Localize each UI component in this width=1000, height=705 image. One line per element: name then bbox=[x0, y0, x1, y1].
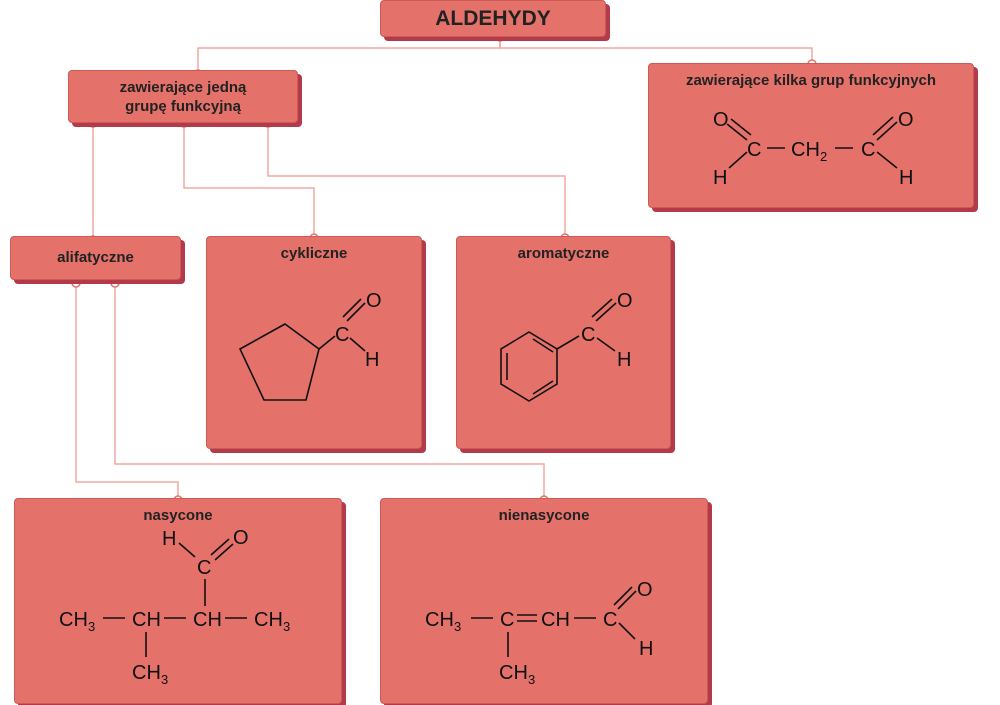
atom-H: H bbox=[162, 528, 176, 550]
2-methylpropanal-formula: H O C CH 3 CH CH CH 3 CH 3 bbox=[59, 527, 290, 687]
unsaturated-title: nienasycone bbox=[498, 507, 590, 524]
single-group-node: zawierające jedną grupę funkcyjną bbox=[68, 70, 298, 123]
root-title: ALDEHYDY bbox=[435, 7, 551, 30]
atom-CH3: CH bbox=[499, 662, 528, 684]
atom-CH3: CH bbox=[59, 609, 88, 631]
connector-dot bbox=[71, 278, 81, 288]
cyclic-title: cykliczne bbox=[280, 245, 348, 262]
atom-CH3: CH bbox=[254, 609, 283, 631]
aliphatic-node: alifatyczne bbox=[10, 236, 181, 280]
atom-H: H bbox=[365, 349, 379, 371]
saturated-title: nasycone bbox=[143, 507, 213, 524]
atom-CH: CH bbox=[132, 609, 161, 631]
subscript-3: 3 bbox=[454, 619, 461, 634]
atom-CH2: CH bbox=[791, 139, 820, 161]
subscript-3: 3 bbox=[528, 672, 535, 687]
subscript-2: 2 bbox=[820, 149, 827, 164]
atom-H: H bbox=[617, 349, 631, 371]
cyclic-node: cykliczne C O H bbox=[206, 236, 422, 449]
multiple-groups-node: zawierające kilka grup funkcyjnych O C H… bbox=[648, 63, 974, 208]
aliphatic-title: alifatyczne bbox=[57, 249, 134, 266]
benzaldehyde-formula: C O H bbox=[500, 290, 633, 402]
atom-C: C bbox=[861, 139, 875, 161]
single-group-title-line2: grupę funkcyjną bbox=[125, 98, 241, 115]
atom-C: C bbox=[581, 324, 595, 346]
atom-C: C bbox=[603, 609, 617, 631]
aromatic-node: aromatyczne C O H bbox=[456, 236, 671, 449]
subscript-3: 3 bbox=[283, 619, 290, 634]
aromatic-title: aromatyczne bbox=[517, 245, 610, 262]
single-group-title-line1: zawierające jedną bbox=[119, 79, 247, 96]
atom-O: O bbox=[713, 109, 729, 131]
atom-C: C bbox=[197, 557, 211, 579]
atom-O: O bbox=[898, 109, 914, 131]
connector-dot bbox=[110, 278, 120, 288]
cyclopentanecarbaldehyde-formula: C O H bbox=[238, 290, 382, 401]
atom-CH: CH bbox=[541, 609, 570, 631]
connector-single-aromatic bbox=[267, 123, 566, 238]
subscript-3: 3 bbox=[88, 619, 95, 634]
atom-CH3: CH bbox=[425, 609, 454, 631]
atom-O: O bbox=[366, 290, 382, 312]
connector-single-cyclic bbox=[183, 123, 315, 238]
connector-root-single bbox=[197, 37, 501, 74]
3-methylbut-2-enal-formula: CH 3 C CH C O H CH 3 bbox=[425, 579, 653, 687]
atom-CH3: CH bbox=[132, 662, 161, 684]
atom-O: O bbox=[637, 579, 653, 601]
atom-C: C bbox=[500, 609, 514, 631]
atom-C: C bbox=[335, 324, 349, 346]
atom-CH: CH bbox=[193, 609, 222, 631]
propanedial-formula: O C H CH 2 C O H bbox=[713, 109, 914, 189]
atom-O: O bbox=[617, 290, 633, 312]
atom-H: H bbox=[639, 638, 653, 660]
atom-O: O bbox=[233, 527, 249, 549]
subscript-3: 3 bbox=[161, 672, 168, 687]
connector-aliphatic-unsaturated bbox=[114, 283, 545, 500]
connector-aliphatic-saturated bbox=[75, 283, 179, 500]
unsaturated-node: nienasycone CH 3 C CH C O H CH 3 bbox=[380, 498, 708, 704]
atom-H: H bbox=[899, 167, 913, 189]
saturated-node: nasycone H O C CH 3 CH CH CH 3 CH 3 bbox=[14, 498, 342, 704]
connector-root-multiple bbox=[499, 37, 813, 64]
root-node: ALDEHYDY bbox=[380, 0, 606, 37]
multiple-groups-title: zawierające kilka grup funkcyjnych bbox=[685, 72, 937, 89]
atom-H: H bbox=[713, 167, 727, 189]
atom-C: C bbox=[747, 139, 761, 161]
